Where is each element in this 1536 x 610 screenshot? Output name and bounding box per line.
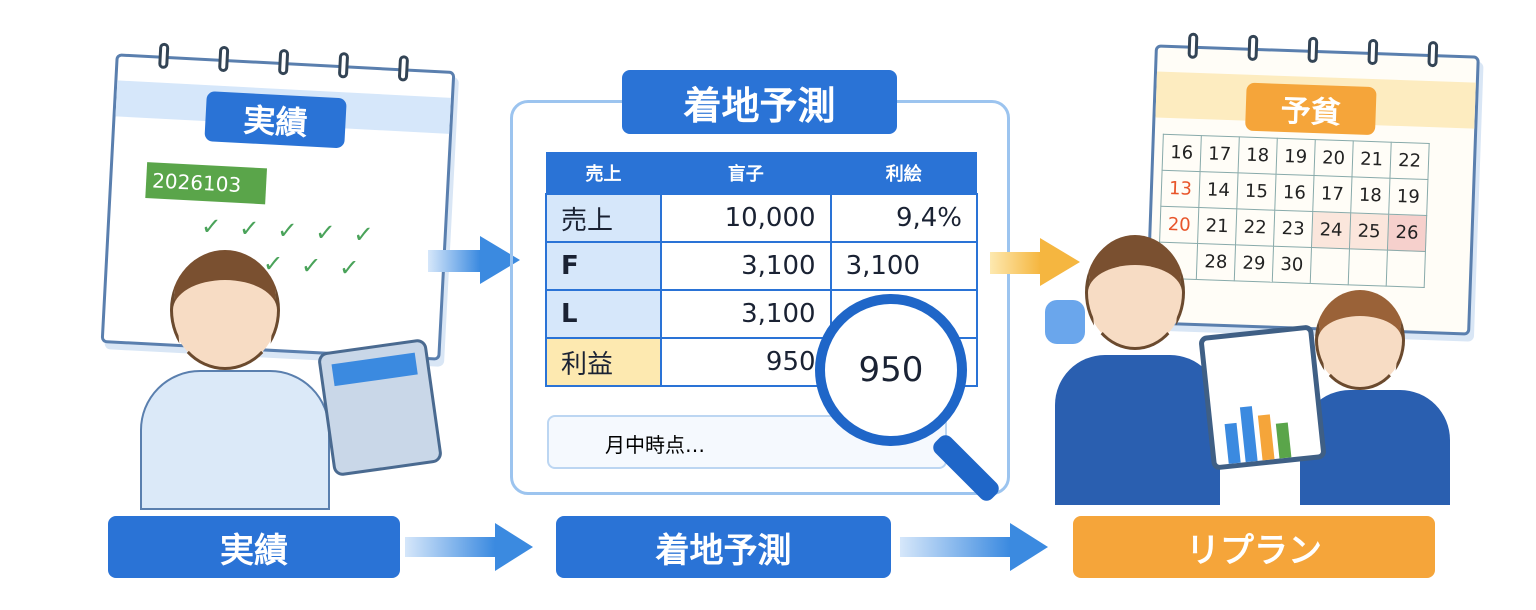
arrow-shaft [428, 250, 480, 272]
cell: 3,100 [659, 241, 832, 291]
day: 15 [1236, 172, 1277, 211]
cell: 9,4% [829, 193, 979, 243]
day: 21 [1351, 140, 1392, 179]
man-body [140, 370, 330, 510]
date-cell: 2026103 [145, 162, 268, 205]
cell: 950 [659, 337, 832, 387]
day: 24 [1311, 211, 1351, 249]
day: 17 [1312, 175, 1352, 213]
header-cell: 利絵 [830, 152, 977, 194]
day: 16 [1274, 174, 1315, 212]
calculator-icon [316, 337, 444, 478]
row-label: F [545, 241, 662, 291]
day: 26 [1387, 214, 1427, 252]
man-body [1055, 355, 1220, 505]
cell: 10,000 [659, 193, 832, 243]
cell: 3,100 [829, 241, 979, 291]
day [1310, 247, 1350, 285]
arrow-right-icon [495, 523, 533, 571]
day: 19 [1276, 138, 1316, 176]
step-forecast: 着地予測 [556, 516, 891, 578]
day: 25 [1349, 212, 1389, 251]
row-label: 売上 [545, 193, 662, 243]
arrow-right-icon [480, 236, 520, 284]
team-icon [1045, 300, 1085, 344]
clipboard-chart-icon [1198, 324, 1327, 471]
arrow-shaft [990, 252, 1040, 274]
day: 29 [1234, 244, 1274, 283]
day: 13 [1160, 170, 1201, 208]
cell: 3,100 [659, 289, 832, 339]
day: 28 [1196, 243, 1236, 281]
day: 18 [1350, 176, 1390, 215]
day: 23 [1273, 210, 1313, 248]
step-replan: リプラン [1073, 516, 1435, 578]
day: 16 [1162, 134, 1202, 172]
day: 21 [1197, 207, 1237, 245]
arrow-shaft [405, 537, 495, 557]
day: 22 [1389, 142, 1430, 180]
day: 19 [1388, 178, 1428, 216]
day [1348, 248, 1388, 287]
header-cell: 盲子 [660, 152, 831, 194]
day: 18 [1238, 136, 1278, 175]
actuals-calendar-title: 実績 [204, 91, 347, 149]
woman-illustration [1315, 290, 1405, 390]
arrow-shaft [900, 537, 1010, 557]
header-cell: 売上 [546, 152, 661, 194]
row-label: L [545, 289, 662, 339]
man-illustration [1085, 235, 1185, 350]
day: 30 [1272, 246, 1312, 284]
forecast-title: 着地予測 [622, 70, 897, 134]
arrow-right-icon [1040, 238, 1080, 286]
man-thinking-illustration [170, 250, 280, 370]
day: 22 [1235, 208, 1275, 247]
row-label: 利益 [545, 337, 662, 387]
day: 14 [1198, 171, 1239, 209]
day: 20 [1314, 139, 1354, 177]
arrow-right-icon [1010, 523, 1048, 571]
budget-calendar-title: 予貧 [1245, 82, 1377, 136]
step-actuals: 実績 [108, 516, 400, 578]
day [1386, 250, 1426, 288]
day: 17 [1200, 135, 1240, 173]
magnifier-icon: 950 [815, 294, 967, 446]
day: 20 [1159, 206, 1199, 244]
